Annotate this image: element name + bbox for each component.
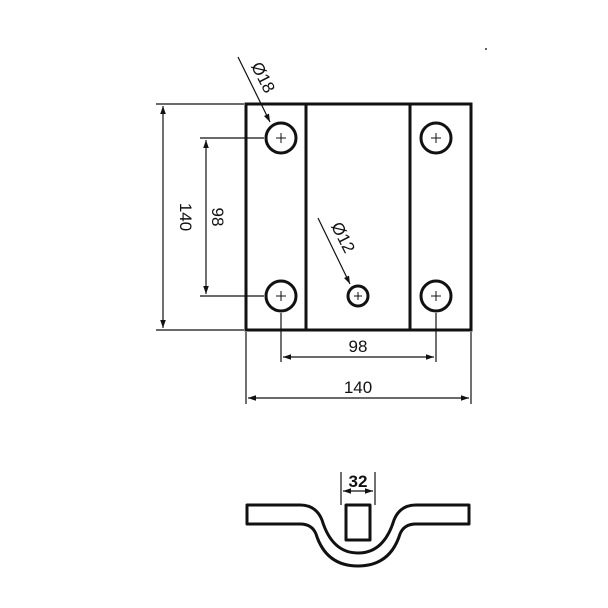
hole-bottom-right	[419, 279, 453, 313]
dim-slot-32	[340, 472, 376, 505]
dim-vertical-98-label: 98	[208, 208, 227, 227]
dim-horizontal-140	[245, 332, 472, 404]
dim-vertical-98	[200, 137, 264, 297]
dim-horizontal-98	[280, 313, 437, 362]
dim-horizontal-98-label: 98	[349, 337, 368, 356]
hole-top-left	[264, 121, 298, 155]
hole-bottom-left	[264, 279, 298, 313]
hole-top-right	[419, 121, 453, 155]
profile-slot	[344, 503, 372, 542]
plate-top-view	[244, 102, 473, 332]
small-hole-diameter-label: Ø12	[327, 219, 359, 256]
leader-small-hole	[317, 217, 351, 285]
hole-center-small	[346, 284, 370, 308]
slot-width-label: 32	[349, 472, 368, 491]
dim-vertical-140-label: 140	[176, 203, 195, 231]
side-profile	[245, 503, 471, 568]
profile-outline	[245, 503, 471, 568]
dim-vertical-140	[156, 103, 244, 331]
plate-outline	[244, 102, 473, 332]
large-hole-diameter-label: Ø18	[247, 59, 279, 96]
leader-large-hole	[237, 56, 271, 123]
stray-dot	[485, 48, 487, 50]
dim-horizontal-140-label: 140	[344, 378, 372, 397]
